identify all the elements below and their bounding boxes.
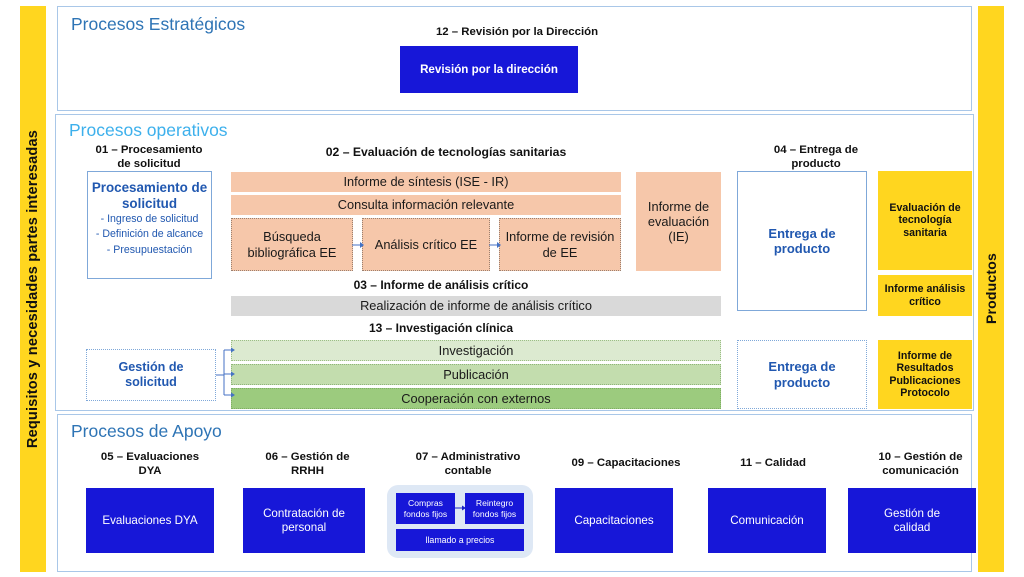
- box-reintegro-fondos-fijos[interactable]: Reintegro fondos fijos: [465, 493, 524, 524]
- box-gestion-de-calidad[interactable]: Gestión de calidad: [848, 488, 976, 553]
- box-01-item-2: - Presupuestación: [106, 243, 193, 256]
- caption-13-investigacion-clinica: 13 – Investigación clínica: [368, 321, 514, 335]
- caption-04-entrega-de-producto: 04 – Entrega de producto: [773, 144, 859, 171]
- box-busqueda-bibliografica-ee[interactable]: Búsqueda bibliográfica EE: [231, 218, 353, 271]
- panel-title-strategic: Procesos Estratégicos: [71, 14, 246, 34]
- group-07-administrativo-contable: Compras fondos fijos Reintegro fondos fi…: [387, 485, 533, 558]
- box-evaluaciones-dya[interactable]: Evaluaciones DYA: [86, 488, 214, 553]
- output-evaluacion-tecnologia-sanitaria[interactable]: Evaluación de tecnología sanitaria: [878, 171, 972, 270]
- box-llamado-a-precios[interactable]: llamado a precios: [396, 529, 524, 551]
- caption-12-revision-direccion: 12 – Revisión por la Dirección: [435, 26, 599, 38]
- box-revision-por-la-direccion[interactable]: Revisión por la dirección: [400, 46, 578, 93]
- box-entrega-de-producto-top[interactable]: Entrega de producto: [737, 171, 867, 311]
- box-01-item-1: - Definición de alcance: [95, 228, 204, 241]
- box-analisis-critico-ee[interactable]: Análisis crítico EE: [362, 218, 490, 271]
- box-01-heading: Procesamiento de solicitud: [91, 179, 208, 211]
- panel-title-support: Procesos de Apoyo: [71, 421, 222, 441]
- box-entrega-de-producto-bottom[interactable]: Entrega de producto: [737, 340, 867, 409]
- bar-cooperacion-con-externos[interactable]: Cooperación con externos: [231, 388, 721, 409]
- caption-01-procesamiento-solicitud: 01 – Procesamiento de solicitud: [95, 144, 203, 171]
- panel-operative-processes: Procesos operativos 01 – Procesamiento d…: [55, 114, 974, 411]
- caption-11-calidad: 11 – Calidad: [740, 457, 806, 469]
- caption-03-informe-analisis-critico: 03 – Informe de análisis crítico: [353, 278, 529, 292]
- box-compras-fondos-fijos[interactable]: Compras fondos fijos: [396, 493, 455, 524]
- left-bar-label: Requisitos y necesidades partes interesa…: [25, 129, 41, 449]
- bar-realizacion-informe-analisis-critico[interactable]: Realización de informe de análisis críti…: [231, 296, 721, 316]
- caption-07-administrativo-contable: 07 – Administrativo contable: [415, 451, 521, 478]
- box-gestion-de-solicitud[interactable]: Gestión de solicitud: [86, 349, 216, 401]
- panel-strategic-processes: Procesos Estratégicos 12 – Revisión por …: [57, 6, 972, 111]
- caption-02-evaluacion-tecnologias: 02 – Evaluación de tecnologías sanitaria…: [325, 145, 567, 159]
- box-informe-de-evaluacion-ie[interactable]: Informe de evaluación (IE): [636, 172, 721, 271]
- bar-consulta-informacion-relevante[interactable]: Consulta información relevante: [231, 195, 621, 215]
- output-informe-analisis-critico[interactable]: Informe análisis crítico: [878, 275, 972, 316]
- caption-06-gestion-rrhh: 06 – Gestión de RRHH: [265, 451, 350, 478]
- panel-title-operative: Procesos operativos: [69, 120, 228, 140]
- box-procesamiento-de-solicitud[interactable]: Procesamiento de solicitud - Ingreso de …: [87, 171, 212, 279]
- caption-10-gestion-comunicacion: 10 – Gestión de comunicación: [878, 451, 963, 478]
- caption-09-capacitaciones: 09 – Capacitaciones: [571, 457, 681, 469]
- box-capacitaciones[interactable]: Capacitaciones: [555, 488, 673, 553]
- bar-publicacion[interactable]: Publicación: [231, 364, 721, 385]
- box-comunicacion[interactable]: Comunicación: [708, 488, 826, 553]
- bar-investigacion[interactable]: Investigación: [231, 340, 721, 361]
- box-01-item-0: - Ingreso de solicitud: [100, 213, 199, 226]
- caption-05-evaluaciones-dya: 05 – Evaluaciones DYA: [100, 451, 200, 478]
- box-contratacion-de-personal[interactable]: Contratación de personal: [243, 488, 365, 553]
- output-informe-resultados-publicaciones-protocolo[interactable]: Informe de Resultados Publicaciones Prot…: [878, 340, 972, 409]
- right-bar-label: Productos: [983, 253, 999, 325]
- left-yellow-bar-stakeholder-requirements: Requisitos y necesidades partes interesa…: [20, 6, 46, 572]
- right-yellow-bar-products: Productos: [978, 6, 1004, 572]
- bar-informe-de-sintesis[interactable]: Informe de síntesis (ISE - IR): [231, 172, 621, 192]
- panel-support-processes: Procesos de Apoyo 05 – Evaluaciones DYA …: [57, 414, 976, 572]
- box-informe-revision-ee[interactable]: Informe de revisión de EE: [499, 218, 621, 271]
